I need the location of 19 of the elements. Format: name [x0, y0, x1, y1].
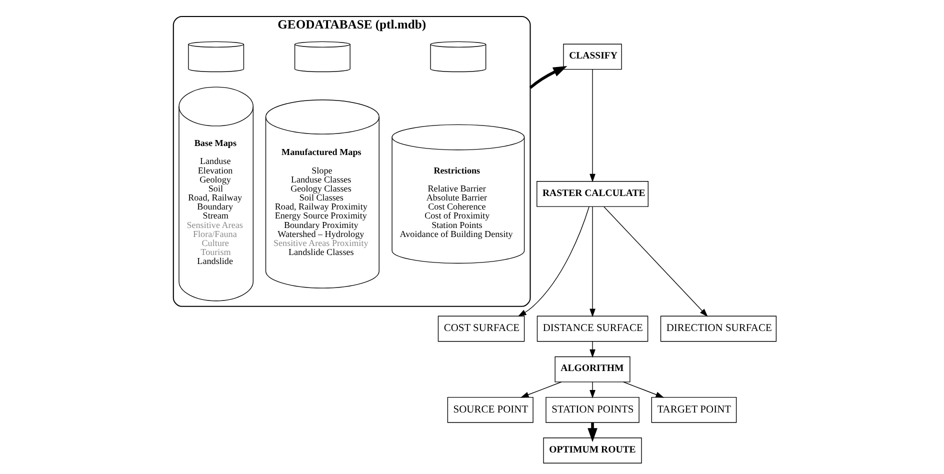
arrow [604, 206, 708, 317]
arrow [590, 69, 596, 182]
node-box: TARGET POINT [651, 396, 737, 423]
node-box: SOURCE POINT [447, 396, 534, 423]
arrow [518, 206, 590, 317]
node-box: OPTIMUM ROUTE [543, 438, 642, 464]
arrow [590, 382, 596, 398]
node-box: DIRECTION SURFACE [660, 316, 777, 342]
node-box: ALGORITHM [554, 356, 630, 382]
arrow [590, 341, 596, 358]
node-box: DISTANCE SURFACE [536, 316, 648, 342]
node-box: CLASSIFY [563, 44, 622, 70]
node-box: RASTER CALCULATE [536, 181, 648, 207]
arrow [590, 206, 596, 318]
node-box: STATION POINTS [546, 396, 640, 423]
arrow [529, 66, 568, 89]
arrow [520, 382, 562, 398]
arrow [623, 382, 664, 398]
node-box: COST SURFACE [438, 316, 525, 342]
